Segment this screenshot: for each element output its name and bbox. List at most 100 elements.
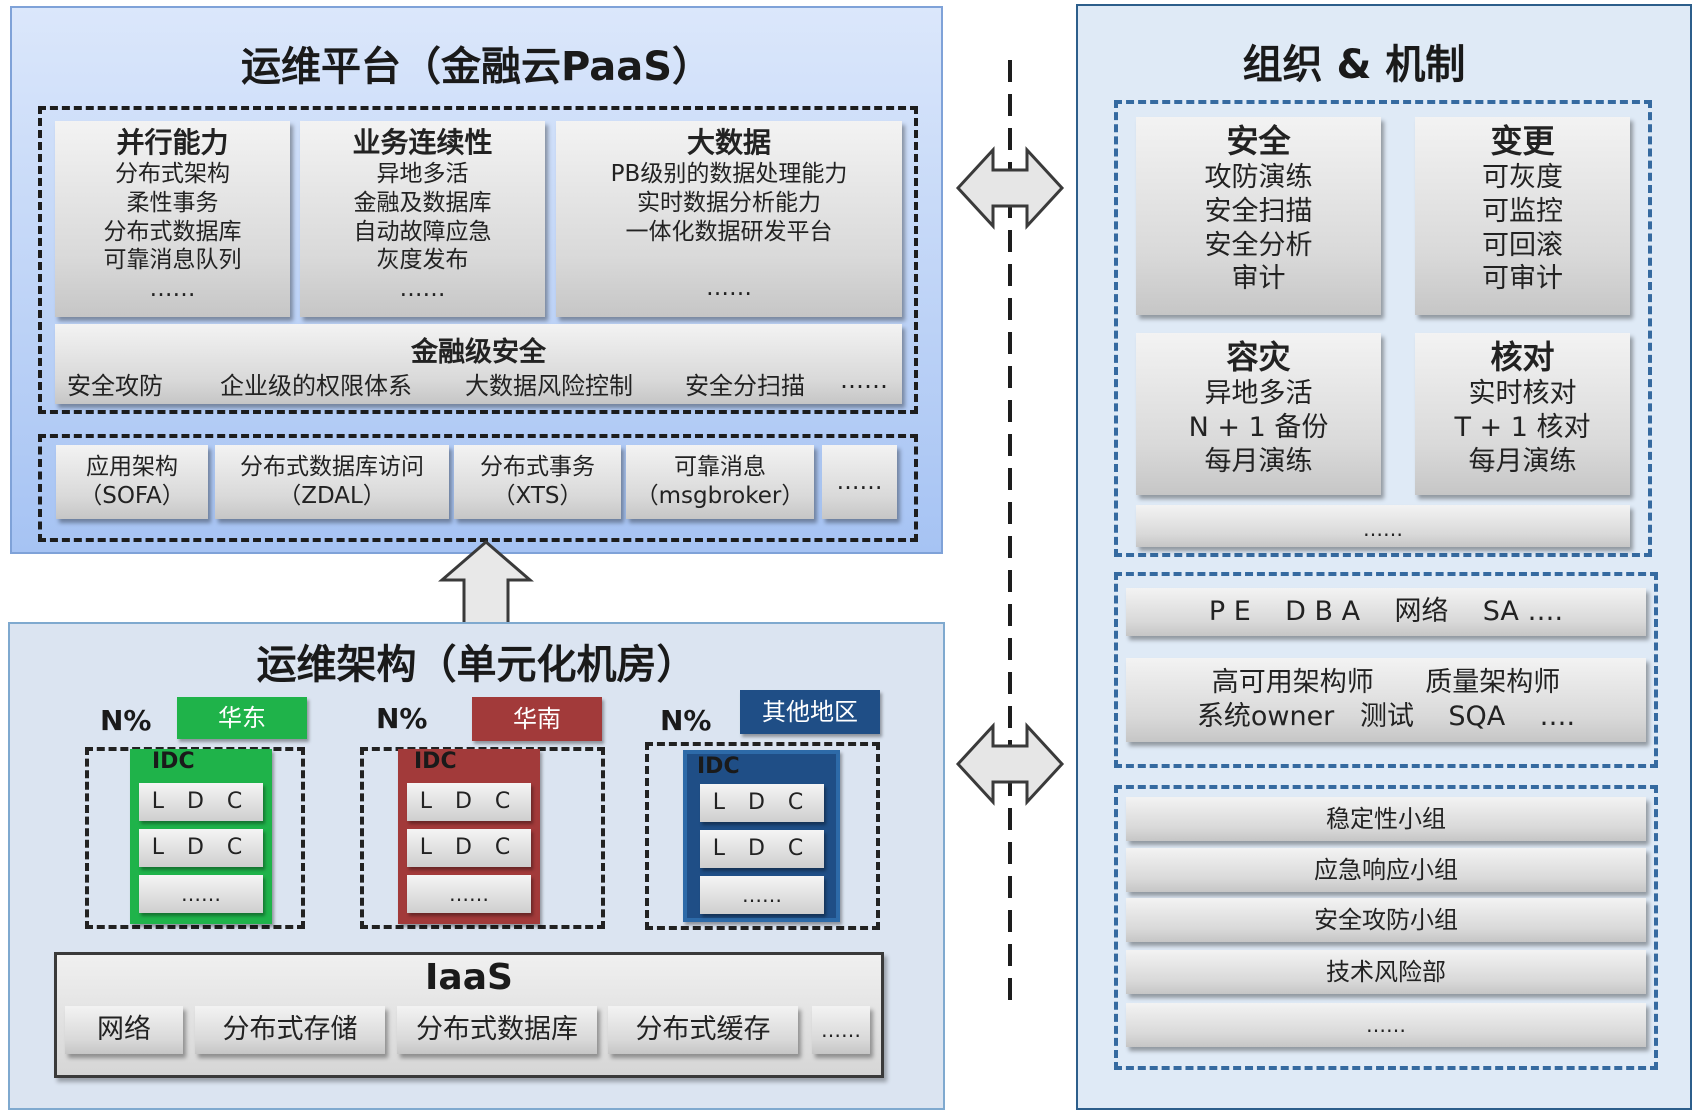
- security-item: 企业级的权限体系: [220, 372, 412, 400]
- group-item: 稳定性小组: [1126, 797, 1646, 841]
- ops-architecture-title: 运维架构（单元化机房）: [256, 642, 697, 688]
- middleware-msgbroker: 可靠消息 （msgbroker）: [626, 445, 814, 519]
- mechanism-heading: 安全: [1226, 122, 1291, 160]
- capability-line: ……: [149, 276, 196, 302]
- middleware-group: [38, 434, 918, 542]
- mechanism-line: 异地多活: [1204, 378, 1313, 409]
- mechanism-line: T + 1 核对: [1454, 411, 1591, 443]
- ldc-box: L D C: [139, 783, 263, 821]
- ops-platform-title: 运维平台（金融云PaaS）: [240, 44, 713, 90]
- mechanism-line: 可审计: [1482, 263, 1563, 295]
- up-arrow-icon: [438, 540, 534, 630]
- mechanism-card-dr: 容灾 异地多活 N + 1 备份 每月演练: [1136, 333, 1381, 495]
- capability-line: 分布式架构: [115, 161, 230, 187]
- middleware-code: （SOFA）: [79, 483, 185, 509]
- capability-heading: 业务连续性: [352, 126, 493, 159]
- capability-line: PB级别的数据处理能力: [610, 161, 848, 187]
- capability-line: 实时数据分析能力: [637, 189, 821, 216]
- idc-region-other: [645, 742, 880, 930]
- idc-box-other: IDC L D C L D C ……: [683, 750, 840, 922]
- capability-card-parallel: 并行能力 分布式架构 柔性事务 分布式数据库 可靠消息队列 ……: [55, 121, 290, 317]
- capability-line: ……: [399, 276, 446, 302]
- org-title: 组织 & 机制: [1242, 42, 1466, 88]
- capability-heading: 并行能力: [116, 126, 229, 159]
- capability-line: 自动故障应急: [353, 218, 492, 245]
- idc-box-south: IDC L D C L D C ……: [398, 749, 540, 924]
- center-divider: [1008, 60, 1012, 1010]
- region-label-east: 华东: [177, 697, 307, 739]
- group-item: 安全攻防小组: [1126, 898, 1646, 942]
- iaas-item: 网络: [65, 1006, 183, 1054]
- security-item: ……: [840, 366, 888, 394]
- middleware-label: 分布式事务: [480, 454, 595, 481]
- mechanism-heading: 容灾: [1226, 338, 1291, 376]
- middleware-label: 应用架构: [86, 454, 178, 481]
- ldc-box: L D C: [139, 829, 263, 867]
- ldc-box: L D C: [700, 784, 824, 822]
- roles-line: 高可用架构师 质量架构师: [1211, 667, 1561, 699]
- capability-card-bigdata: 大数据 PB级别的数据处理能力 实时数据分析能力 一体化数据研发平台 ……: [556, 121, 902, 317]
- mechanism-card-reconcile: 核对 实时核对 T + 1 核对 每月演练: [1415, 333, 1630, 495]
- mechanism-line: 每月演练: [1468, 445, 1577, 477]
- middleware-more: ……: [822, 445, 897, 519]
- mechanism-line: 安全扫描: [1204, 195, 1313, 227]
- capability-heading: 大数据: [686, 126, 771, 159]
- capability-line: 金融及数据库: [353, 189, 492, 216]
- region-percent: N%: [100, 704, 152, 737]
- middleware-xts: 分布式事务 （XTS）: [454, 445, 621, 519]
- mechanism-heading: 核对: [1490, 338, 1555, 376]
- idc-label: IDC: [697, 754, 740, 779]
- mechanism-line: 攻防演练: [1204, 162, 1313, 193]
- ldc-box: ……: [700, 876, 824, 914]
- iaas-item: ……: [812, 1006, 870, 1054]
- mechanism-card-security: 安全 攻防演练 安全扫描 安全分析 审计: [1136, 117, 1381, 315]
- idc-label: IDC: [414, 749, 457, 774]
- security-item: 安全攻防: [67, 372, 163, 400]
- mechanism-line: 可监控: [1482, 195, 1563, 227]
- roles-bar: P E D B A 网络 SA ….: [1126, 588, 1646, 636]
- capability-line: 灰度发布: [376, 247, 469, 274]
- double-arrow-icon: [955, 146, 1065, 230]
- middleware-code: （msgbroker）: [635, 483, 805, 509]
- iaas-title: IaaS: [425, 957, 513, 998]
- double-arrow-icon: [955, 722, 1065, 806]
- group-item: ……: [1126, 1003, 1646, 1047]
- capability-line: 异地多活: [376, 161, 469, 187]
- groups-container: [1114, 785, 1658, 1070]
- region-label-south: 华南: [472, 697, 602, 741]
- mechanism-more: ……: [1136, 505, 1630, 547]
- mechanism-heading: 变更: [1490, 122, 1555, 160]
- capability-line: 柔性事务: [126, 189, 219, 216]
- middleware-code: （XTS）: [492, 483, 583, 509]
- mechanism-line: 实时核对: [1468, 378, 1577, 409]
- mechanism-line: 可灰度: [1482, 162, 1563, 193]
- middleware-sofa: 应用架构 （SOFA）: [56, 445, 208, 519]
- mechanism-card-change: 变更 可灰度 可监控 可回滚 可审计: [1415, 117, 1630, 315]
- capability-line: 一体化数据研发平台: [625, 218, 833, 245]
- middleware-label: ……: [836, 468, 883, 495]
- ldc-box: L D C: [407, 783, 531, 821]
- mechanism-line: 可回滚: [1482, 229, 1563, 261]
- mechanism-line: 安全分析: [1204, 229, 1313, 261]
- security-bar: 金融级安全 安全攻防 企业级的权限体系 大数据风险控制 安全分扫描 ……: [55, 324, 902, 404]
- region-label-other: 其他地区: [740, 690, 880, 734]
- security-item: 大数据风险控制: [465, 372, 633, 400]
- ldc-box: ……: [407, 875, 531, 913]
- region-percent: N%: [376, 702, 428, 735]
- idc-label: IDC: [152, 749, 195, 774]
- capability-line: ……: [706, 275, 752, 302]
- middleware-zdal: 分布式数据库访问 （ZDAL）: [215, 445, 449, 519]
- ldc-box: ……: [139, 875, 263, 913]
- region-percent: N%: [660, 704, 712, 737]
- roles-group: [1114, 572, 1658, 768]
- middleware-code: （ZDAL）: [278, 483, 386, 509]
- capability-card-continuity: 业务连续性 异地多活 金融及数据库 自动故障应急 灰度发布 ……: [300, 121, 545, 317]
- iaas-item: 分布式数据库: [397, 1006, 597, 1054]
- group-item: 技术风险部: [1126, 950, 1646, 994]
- roles-detail: 高可用架构师 质量架构师 系统owner 测试 SQA ….: [1126, 658, 1646, 742]
- iaas-item: 分布式缓存: [608, 1006, 798, 1054]
- mechanism-line: N + 1 备份: [1188, 411, 1329, 443]
- middleware-label: 分布式数据库访问: [240, 454, 424, 481]
- idc-box-east: IDC L D C L D C ……: [130, 749, 272, 924]
- capability-line: 分布式数据库: [103, 218, 242, 245]
